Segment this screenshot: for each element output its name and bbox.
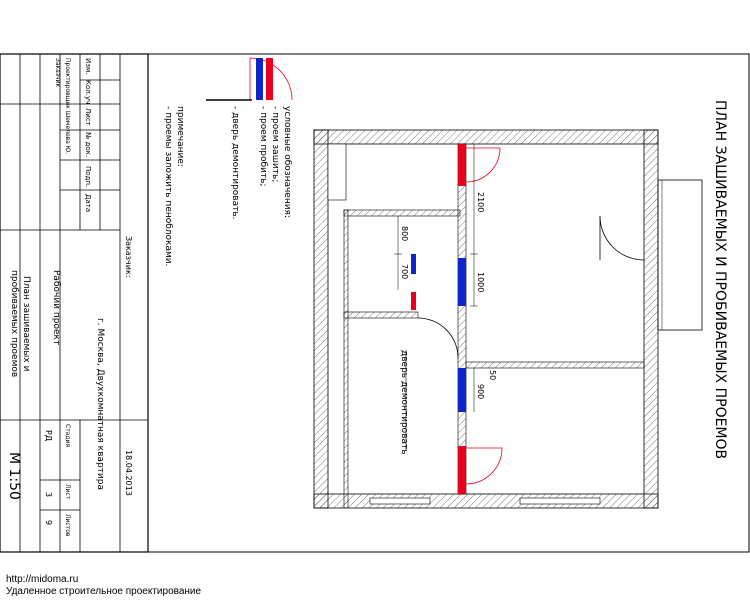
sheets-label: Листов bbox=[64, 514, 71, 537]
legend-door-symbol bbox=[208, 57, 293, 101]
dim-1000: 1000 bbox=[476, 272, 485, 292]
legend-close-swatch bbox=[266, 58, 273, 100]
title-drawing-name-1: План зашиваемых и bbox=[21, 276, 31, 372]
title-drawing-name-2: пробиваемых проемов bbox=[9, 270, 19, 377]
door-swing bbox=[599, 215, 645, 261]
dim-50: 50 bbox=[488, 370, 497, 380]
rev-label-4: № док. bbox=[84, 132, 92, 157]
rev-label-1: Изм. bbox=[84, 58, 92, 74]
opening-open bbox=[458, 368, 466, 412]
legend-close: - проем зашить; bbox=[270, 106, 280, 182]
title-date: 18.04.2013 bbox=[124, 450, 133, 496]
door-note: дверь демонтировать bbox=[399, 350, 409, 455]
opening-close bbox=[458, 446, 466, 494]
dim-900: 900 bbox=[476, 384, 485, 399]
role-designer: Проектировщик Шемелева Ю. bbox=[64, 58, 71, 154]
sheet-label: Лист bbox=[64, 484, 71, 500]
rev-label-2: Кол.уч bbox=[84, 80, 92, 104]
title-address: г. Москва, Двухкомнатная квартира bbox=[95, 318, 105, 490]
balcony bbox=[657, 179, 703, 331]
footer-tagline: Удаленное строительное проектирование bbox=[6, 586, 202, 597]
rev-label-6: Дата bbox=[84, 194, 92, 212]
legend-heading: условные обозначения: bbox=[282, 106, 292, 218]
role-customer: Заказчик bbox=[54, 58, 61, 87]
rev-label-3: Лист bbox=[84, 108, 92, 126]
opening-open bbox=[411, 254, 416, 274]
window bbox=[369, 497, 431, 505]
customer-label: Заказчик: bbox=[124, 236, 133, 277]
legend-open: - проем пробить; bbox=[258, 106, 268, 186]
opening-close bbox=[411, 292, 416, 310]
sheet-value: 3 bbox=[44, 492, 53, 497]
rev-label-5: Подп. bbox=[84, 166, 92, 187]
stage-label: Стадия bbox=[64, 424, 71, 447]
page-title: ПЛАН ЗАШИВАЕМЫХ И ПРОБИВАЕМЫХ ПРОЕМОВ bbox=[712, 100, 728, 459]
door-swing bbox=[465, 147, 501, 183]
footer-url[interactable]: http://midoma.ru bbox=[6, 574, 79, 585]
sheet-border bbox=[0, 53, 750, 553]
notes-heading: примечание: bbox=[175, 106, 185, 167]
title-block: Изм. Кол.уч Лист № док. Подп. Дата Заказ… bbox=[0, 53, 149, 553]
window bbox=[519, 497, 601, 505]
dim-800: 800 bbox=[400, 226, 409, 241]
door-swing bbox=[417, 317, 459, 359]
dim-700: 700 bbox=[400, 264, 409, 279]
legend: условные обозначения: - проем зашить; - … bbox=[163, 57, 293, 267]
opening-close bbox=[458, 144, 466, 186]
stage-value: РД bbox=[44, 430, 53, 441]
notes-text: - проемы заложить пеноблоками. bbox=[163, 106, 173, 267]
dim-2100: 2100 bbox=[476, 192, 485, 212]
legend-door: - дверь демонтировать. bbox=[230, 106, 240, 220]
floor-plan: 2100 1000 800 700 50 900 дверь демонтиро… bbox=[313, 129, 703, 509]
title-project: Рабочий проект bbox=[51, 270, 61, 345]
sheets-value: 9 bbox=[44, 520, 53, 525]
opening-open bbox=[458, 258, 466, 306]
legend-open-swatch bbox=[256, 58, 263, 100]
door-swing bbox=[465, 447, 503, 485]
scale: М 1:50 bbox=[6, 452, 22, 500]
